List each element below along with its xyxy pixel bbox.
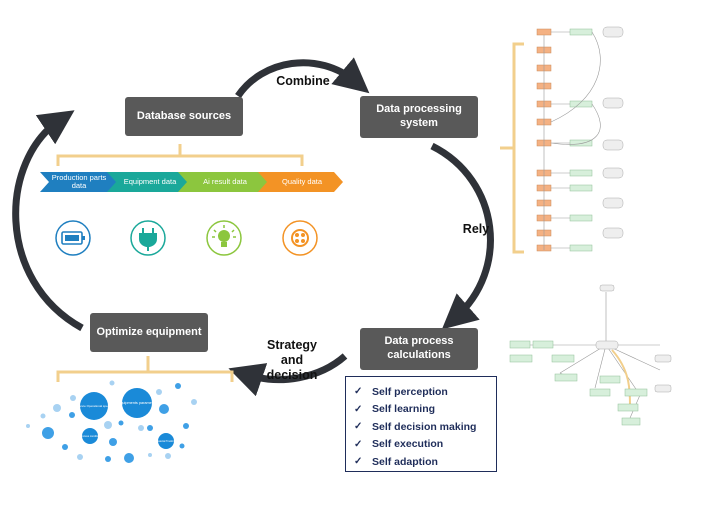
check-icon: ✓ (354, 438, 363, 450)
bubble-label-material: Material Tracking (156, 439, 176, 443)
processing-bracket (500, 42, 524, 254)
combine-arrow (235, 57, 370, 99)
big-bubble (80, 392, 108, 420)
chevron-production (40, 172, 118, 192)
chevron-label-quality: Quality data (281, 177, 323, 187)
check-item: ✓Self perception (354, 385, 448, 398)
optimize-return-arrow (12, 110, 84, 332)
check-icon: ✓ (354, 421, 363, 433)
rely-label: Rely (462, 222, 490, 236)
bubble-label-process: Process condition (80, 434, 101, 438)
database-sources-box: Database sources (125, 97, 243, 136)
check-item: ✓Self execution (354, 438, 444, 451)
strategy-decision-label: Strategy and decision (266, 338, 318, 382)
bubble-label-performance: Performance Operational specification (69, 404, 120, 408)
check-item: ✓Self learning (354, 403, 436, 416)
chevron-equipment (107, 172, 189, 192)
chevron-label-ai: Ai result data (203, 177, 247, 187)
capability-checklist: ✓Self perception ✓Self learning ✓Self de… (345, 376, 497, 472)
lightbulb-icon (206, 220, 242, 256)
chevron-label-equipment: Equipment data (123, 177, 177, 187)
chevron-ai (178, 172, 269, 192)
check-item: ✓Self decision making (354, 420, 477, 433)
film-reel-icon (282, 220, 318, 256)
check-icon: ✓ (354, 386, 363, 398)
check-icon: ✓ (354, 403, 363, 415)
data-process-calculations-box: Data process calculations (360, 328, 478, 370)
battery-icon (55, 220, 91, 256)
plug-icon (130, 220, 166, 256)
chevron-quality (258, 172, 343, 192)
rely-arrow (430, 142, 494, 330)
optimize-equipment-box: Optimize equipment (90, 313, 208, 352)
combine-label: Combine (276, 74, 330, 88)
check-item: ✓Self adaption (354, 455, 438, 468)
optimize-bracket (56, 356, 234, 382)
check-icon: ✓ (354, 456, 363, 468)
data-processing-system-box: Data processing system (360, 96, 478, 138)
chevron-label-production: Production parts data (51, 173, 107, 190)
bubble-label-equipments: Equipments parameter (118, 401, 157, 405)
big-bubble (122, 388, 152, 418)
database-bracket (56, 144, 304, 166)
strategy-arrow (228, 353, 348, 397)
